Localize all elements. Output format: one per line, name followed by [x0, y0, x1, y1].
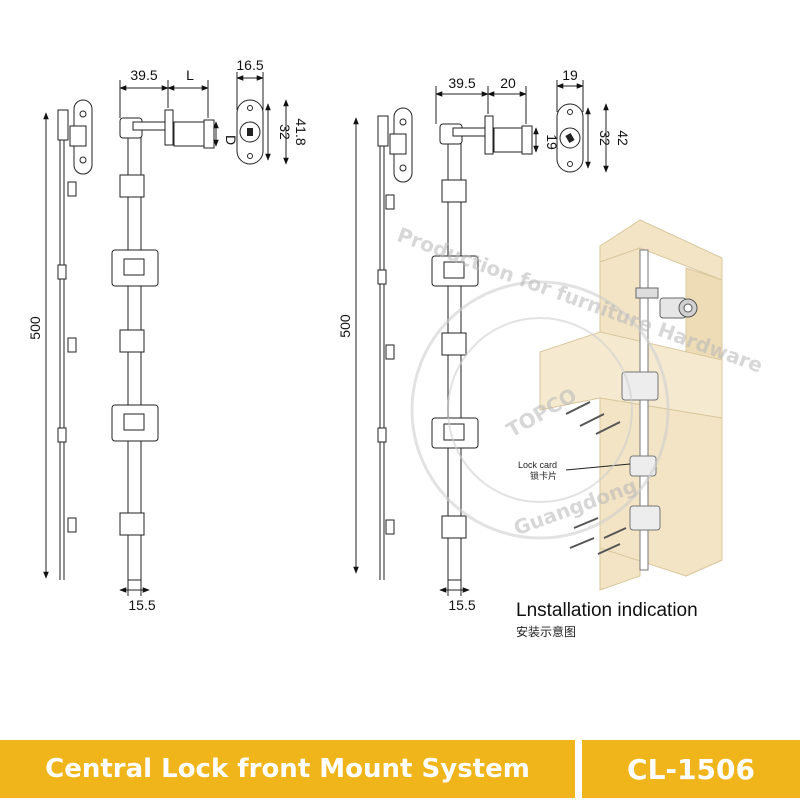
right-length-dimension-label: 500 — [337, 314, 353, 338]
installation-title: Lnstallation indication — [516, 600, 698, 621]
left-lock-width-dimension: 16.5 — [236, 57, 263, 73]
right-20-dimension: 20 — [500, 75, 516, 91]
l-dimension: L — [186, 67, 194, 83]
length-dimension-label: 500 — [27, 316, 43, 340]
left-41-8-dimension: 41.8 — [293, 118, 309, 145]
right-diagram: 500 — [337, 67, 631, 613]
lock-card-label: Lock card — [518, 460, 557, 470]
right-19-side-dimension: 19 — [544, 134, 560, 150]
right-32-dimension: 32 — [597, 130, 613, 146]
right-front-view-bar — [431, 115, 533, 581]
right-42-dimension: 42 — [615, 130, 631, 146]
footer: Central Lock front Mount System CL-1506 — [0, 730, 800, 800]
product-title-banner: Central Lock front Mount System — [0, 740, 575, 798]
lock-face-right — [556, 103, 584, 173]
right-side-view-rail — [377, 107, 413, 580]
installation-illustration: Lock card 锁卡片 Lnstallation indication 安装… — [516, 219, 723, 639]
lock-face-left — [236, 99, 264, 165]
side-view-rail — [57, 99, 93, 580]
product-code-banner: CL-1506 — [582, 740, 800, 798]
installation-title-cn: 安装示意图 — [516, 624, 576, 639]
lock-card-label-cn: 锁卡片 — [530, 470, 557, 481]
left-32-dimension: 32 — [277, 124, 293, 140]
right-width-dimension: 39.5 — [448, 75, 475, 91]
left-width-dimension: 39.5 — [130, 67, 157, 83]
d-dimension: D — [223, 135, 239, 145]
left-bar-width-dimension: 15.5 — [128, 597, 155, 613]
right-bar-width-dimension: 15.5 — [448, 597, 475, 613]
technical-drawing: 500 — [27, 57, 766, 639]
right-lock-width-dimension: 19 — [562, 67, 578, 83]
left-diagram: 500 — [27, 57, 309, 613]
front-view-bar — [111, 109, 215, 581]
